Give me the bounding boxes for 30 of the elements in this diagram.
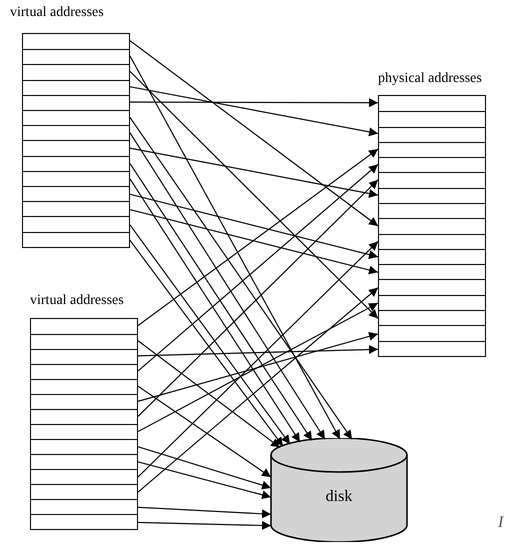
- arrow: [138, 179, 378, 417]
- arrow: [138, 386, 272, 478]
- arrow: [138, 506, 272, 518]
- arrow: [138, 340, 280, 448]
- arrow: [138, 241, 378, 478]
- arrow: [130, 194, 378, 259]
- arrow: [130, 56, 340, 440]
- disk-label: disk: [326, 488, 352, 506]
- arrow: [130, 40, 378, 226]
- arrow: [138, 446, 272, 490]
- disk-cylinder: [270, 438, 408, 542]
- arrow: [138, 520, 272, 530]
- table-heading: physical addresses: [378, 70, 482, 88]
- table-heading: virtual addresses: [10, 4, 104, 22]
- arrow: [138, 461, 272, 500]
- table-heading: virtual addresses: [30, 292, 124, 310]
- note-text: I: [498, 514, 504, 532]
- arrow: [130, 132, 326, 440]
- arrow: [130, 148, 378, 198]
- arrow: [138, 164, 378, 372]
- arrow: [138, 287, 378, 493]
- arrow: [130, 98, 378, 108]
- arrow: [130, 86, 378, 136]
- arrow: [138, 148, 378, 326]
- arrow: [138, 332, 378, 402]
- arrow: [130, 117, 352, 440]
- arrow: [130, 71, 378, 319]
- arrow: [138, 345, 378, 356]
- arrow: [130, 209, 378, 274]
- arrow: [138, 302, 378, 432]
